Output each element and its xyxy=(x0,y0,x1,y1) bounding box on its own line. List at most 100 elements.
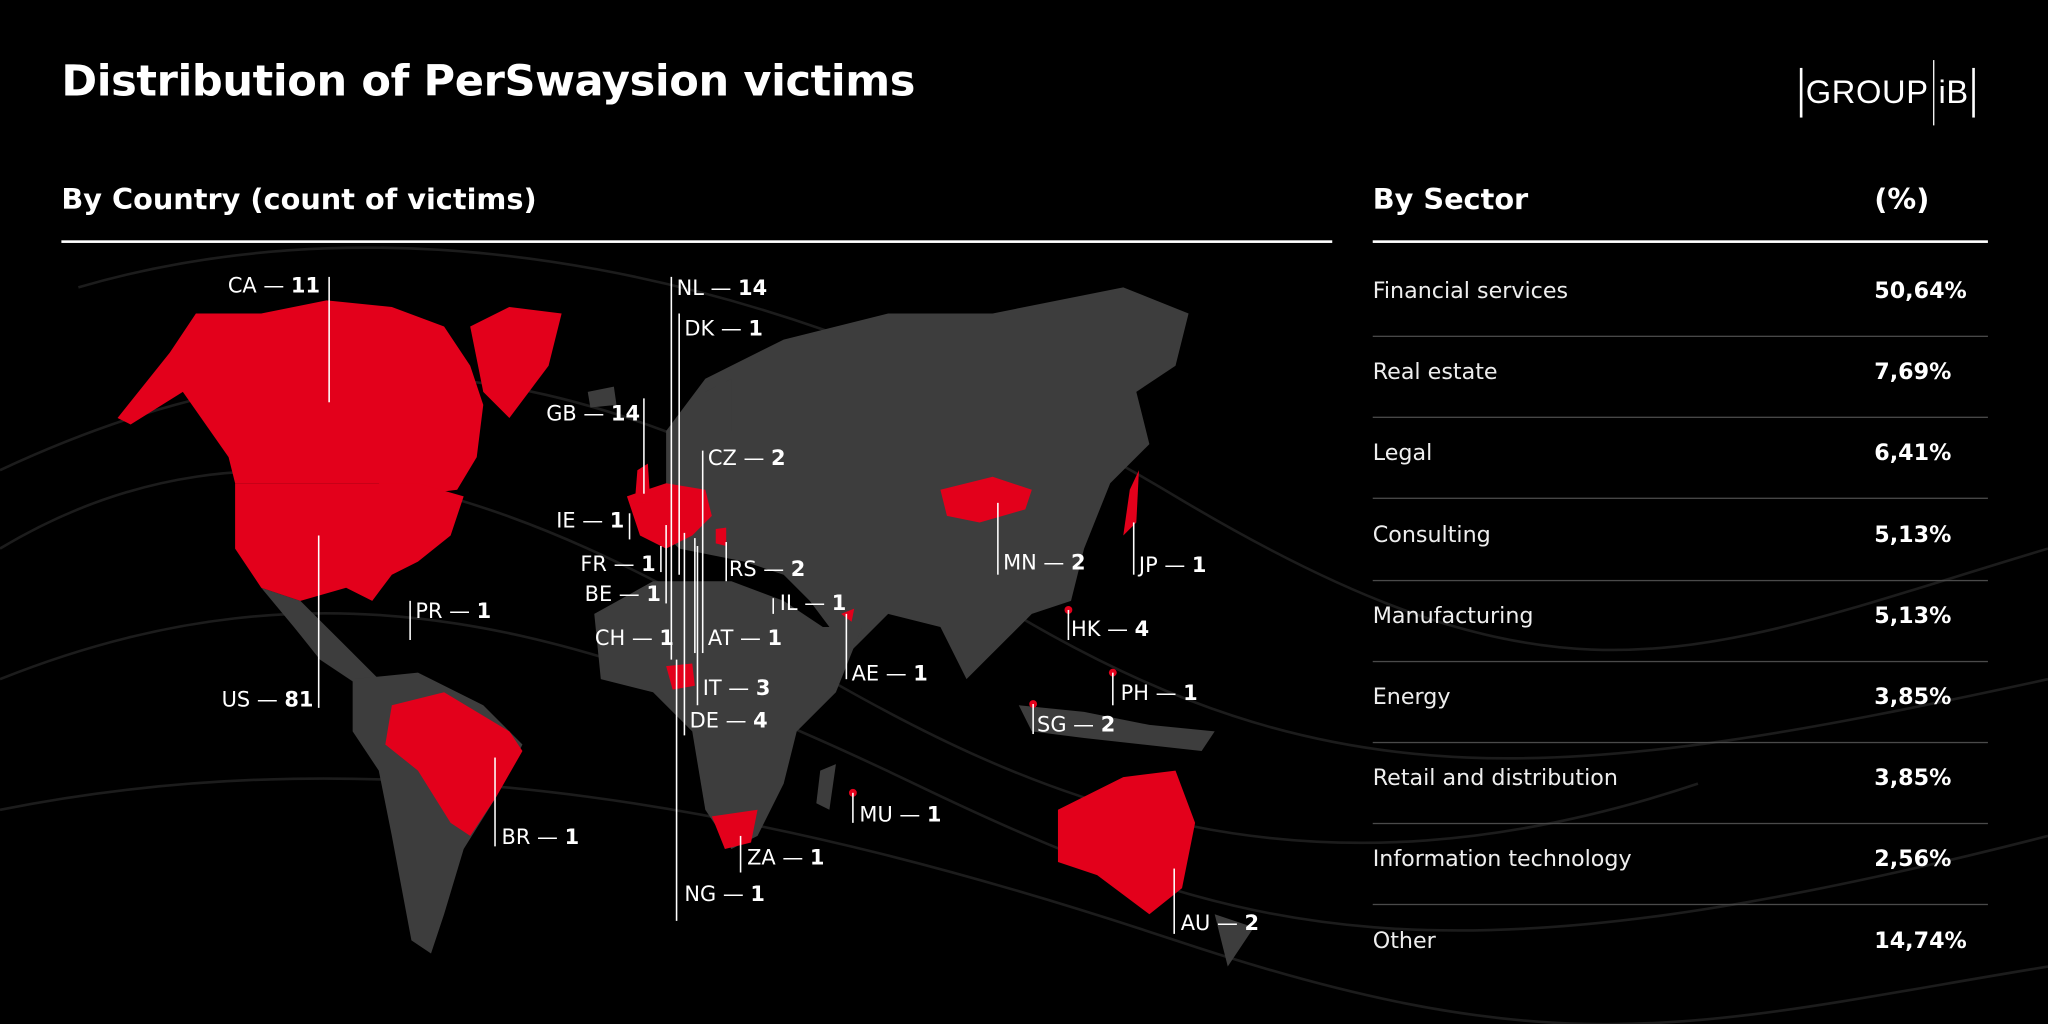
separator: — xyxy=(250,687,285,712)
country-count: 2 xyxy=(1070,549,1086,575)
country-label-be: BE — 1 xyxy=(585,581,661,607)
separator: — xyxy=(575,508,610,533)
separator: — xyxy=(530,824,565,849)
country-code: DE xyxy=(689,707,719,733)
country-label-au: AU — 2 xyxy=(1181,910,1259,936)
country-code: HK xyxy=(1071,616,1101,642)
sector-row: Legal 6,41% xyxy=(1372,417,1988,500)
country-code: MN xyxy=(1003,549,1037,575)
country-count: 1 xyxy=(809,845,825,870)
country-code: JP xyxy=(1138,552,1158,578)
country-label-gb: GB — 14 xyxy=(546,402,640,426)
country-code: FR xyxy=(580,551,607,576)
separator: — xyxy=(716,881,751,907)
country-label-us: US — 81 xyxy=(222,688,314,712)
separator: — xyxy=(1210,910,1245,936)
country-label-br: BR — 1 xyxy=(502,825,580,849)
south-africa xyxy=(711,809,758,849)
sector-percent: 5,13% xyxy=(1874,603,1952,630)
separator: — xyxy=(756,556,791,582)
madagascar xyxy=(816,764,836,810)
separator: — xyxy=(1157,552,1192,578)
sector-name: Information technology xyxy=(1372,846,1632,873)
iceland xyxy=(587,386,617,408)
separator: — xyxy=(714,316,749,341)
country-code: PR xyxy=(415,598,443,624)
sector-divider xyxy=(1372,240,1988,243)
country-count: 4 xyxy=(753,707,768,733)
country-label-at: AT — 1 xyxy=(708,625,782,651)
separator: — xyxy=(721,675,756,701)
country-count: 4 xyxy=(1134,616,1150,642)
country-code: US xyxy=(221,687,251,712)
country-code: ZA xyxy=(747,845,776,870)
country-count: 2 xyxy=(790,556,806,582)
country-code: NG xyxy=(684,881,717,907)
uk xyxy=(634,463,651,503)
country-label-ae: AE — 1 xyxy=(852,662,928,686)
country-label-de: DE — 4 xyxy=(690,709,768,733)
sector-name: Financial services xyxy=(1372,278,1569,305)
sector-name: Other xyxy=(1372,928,1436,955)
country-count: 1 xyxy=(750,881,765,907)
scandinavia xyxy=(679,378,732,458)
sector-percent: 5,13% xyxy=(1874,521,1952,549)
percent-heading: (%) xyxy=(1874,184,1930,217)
country-count: 1 xyxy=(1183,680,1198,706)
country-count: 1 xyxy=(926,801,942,827)
country-code: MU xyxy=(859,801,893,827)
country-count: 11 xyxy=(290,272,320,298)
country-code: RS xyxy=(728,556,757,582)
sector-heading: By Sector xyxy=(1372,184,1529,217)
sector-percent: 2,56% xyxy=(1874,846,1952,873)
sector-percent: 3,85% xyxy=(1874,765,1952,792)
sector-percent: 6,41% xyxy=(1874,440,1952,467)
separator: — xyxy=(1036,549,1071,575)
brazil xyxy=(385,692,523,836)
separator: — xyxy=(256,272,291,298)
country-label-rs: RS — 2 xyxy=(728,556,806,582)
country-code: CH xyxy=(594,625,626,651)
country-code: CA xyxy=(227,272,257,298)
country-code: IT xyxy=(702,675,722,701)
separator: — xyxy=(1148,680,1184,706)
country-label-ca: CA — 11 xyxy=(228,274,320,298)
country-code: BR xyxy=(501,824,531,849)
separator: — xyxy=(718,707,754,733)
nigeria xyxy=(666,663,695,690)
separator: — xyxy=(576,400,611,426)
country-divider xyxy=(61,240,1333,243)
mexico-central-america xyxy=(261,587,379,686)
country-label-za: ZA — 1 xyxy=(747,846,824,870)
country-label-mn: MN — 2 xyxy=(1003,551,1085,575)
sector-name: Legal xyxy=(1372,440,1433,467)
uae xyxy=(841,608,855,622)
greenland xyxy=(470,306,562,418)
country-count: 2 xyxy=(771,445,786,471)
australia xyxy=(1057,770,1196,915)
separator: — xyxy=(775,845,810,870)
indonesia xyxy=(1018,705,1215,752)
separator: — xyxy=(703,275,739,301)
sector-percent: 50,64% xyxy=(1874,278,1967,305)
country-count: 14 xyxy=(610,400,640,426)
hk-dot xyxy=(1064,606,1073,614)
separator: — xyxy=(612,581,647,607)
country-label-sg: SG — 2 xyxy=(1037,712,1115,737)
sector-name: Consulting xyxy=(1372,521,1491,549)
separator: — xyxy=(736,445,772,471)
country-count: 1 xyxy=(641,551,656,576)
country-code: PH xyxy=(1120,680,1149,706)
country-label-ch: CH — 1 xyxy=(594,625,674,651)
canada-alaska xyxy=(117,300,484,497)
country-count: 1 xyxy=(748,316,763,341)
sector-name: Energy xyxy=(1372,684,1451,711)
country-code: AE xyxy=(851,660,880,686)
country-count: 1 xyxy=(476,598,492,624)
country-code: IL xyxy=(779,590,798,616)
separator: — xyxy=(733,625,768,651)
country-count: 1 xyxy=(646,581,661,607)
